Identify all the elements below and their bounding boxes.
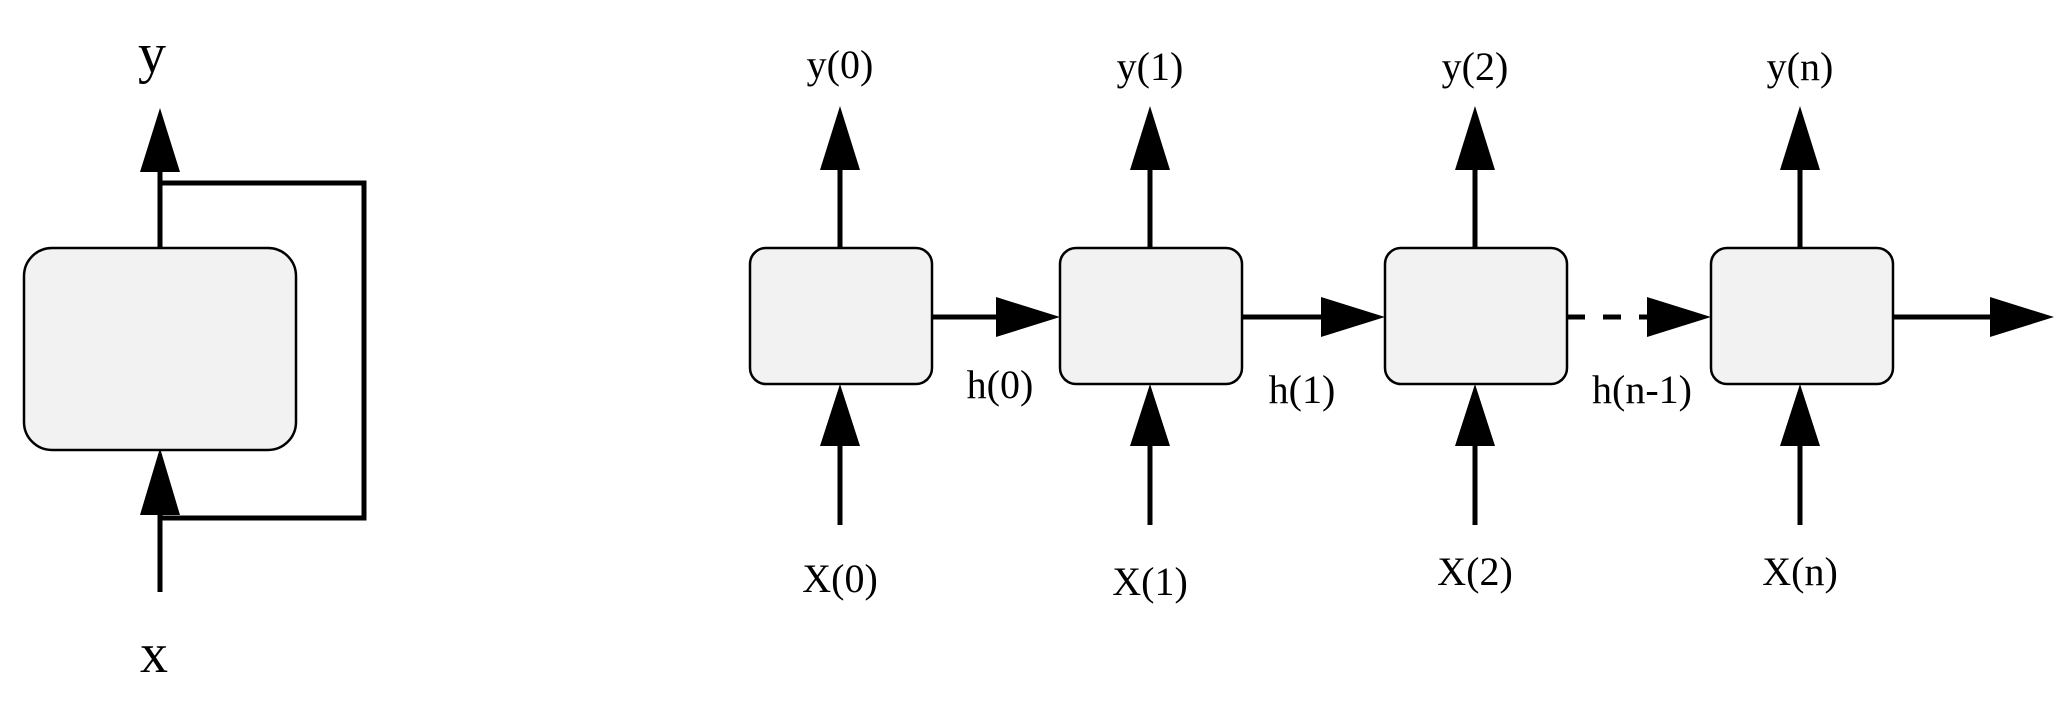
input-arrowhead-1 — [1130, 384, 1170, 446]
input-arrowhead-2 — [1455, 384, 1495, 446]
folded-output-arrowhead — [140, 108, 180, 172]
output-arrowhead-0 — [820, 106, 860, 170]
output-label-1: y(1) — [1117, 44, 1184, 89]
rnn-cell-group-0 — [748, 106, 934, 525]
folded-recurrent-loop — [160, 180, 367, 521]
output-label-n: y(n) — [1767, 44, 1834, 89]
folded-input-arrowhead — [140, 448, 180, 515]
rnn-cell-group-n — [1709, 106, 1895, 525]
input-label-0: X(0) — [802, 556, 878, 601]
rnn-cell-group-2 — [1383, 106, 1569, 525]
input-label-1: X(1) — [1112, 559, 1188, 604]
rnn-cell-2 — [1383, 246, 1569, 386]
input-arrowhead-0 — [820, 384, 860, 446]
output-label-0: y(0) — [807, 42, 874, 87]
unrolled-rnn: y(0) y(1) y(2) y(n) h(0) h(1) h(n-1) X(0… — [748, 42, 2054, 604]
input-label-n: X(n) — [1762, 549, 1838, 594]
hidden-label-n-1: h(n-1) — [1592, 367, 1692, 412]
output-label-2: y(2) — [1442, 44, 1509, 89]
folded-rnn: y x — [22, 23, 367, 685]
rnn-cell-n — [1709, 246, 1895, 386]
rnn-cell-0 — [748, 246, 934, 386]
hidden-arrowhead-final — [1990, 297, 2054, 337]
hidden-label-1: h(1) — [1269, 367, 1336, 412]
folded-input-label: x — [140, 623, 168, 685]
folded-rnn-cell — [22, 246, 298, 452]
hidden-arrowhead-dashed — [1647, 297, 1711, 337]
hidden-arrowhead-1 — [1321, 297, 1385, 337]
folded-output-label: y — [138, 23, 166, 85]
output-arrowhead-n — [1780, 106, 1820, 170]
output-arrowhead-2 — [1455, 106, 1495, 170]
rnn-cell-1 — [1058, 246, 1244, 386]
hidden-label-0: h(0) — [967, 362, 1034, 407]
input-arrowhead-n — [1780, 384, 1820, 446]
hidden-arrowhead-0 — [996, 297, 1060, 337]
rnn-cell-group-1 — [1058, 106, 1244, 525]
input-label-2: X(2) — [1437, 549, 1513, 594]
hidden-connections — [932, 297, 2054, 337]
output-arrowhead-1 — [1130, 106, 1170, 170]
